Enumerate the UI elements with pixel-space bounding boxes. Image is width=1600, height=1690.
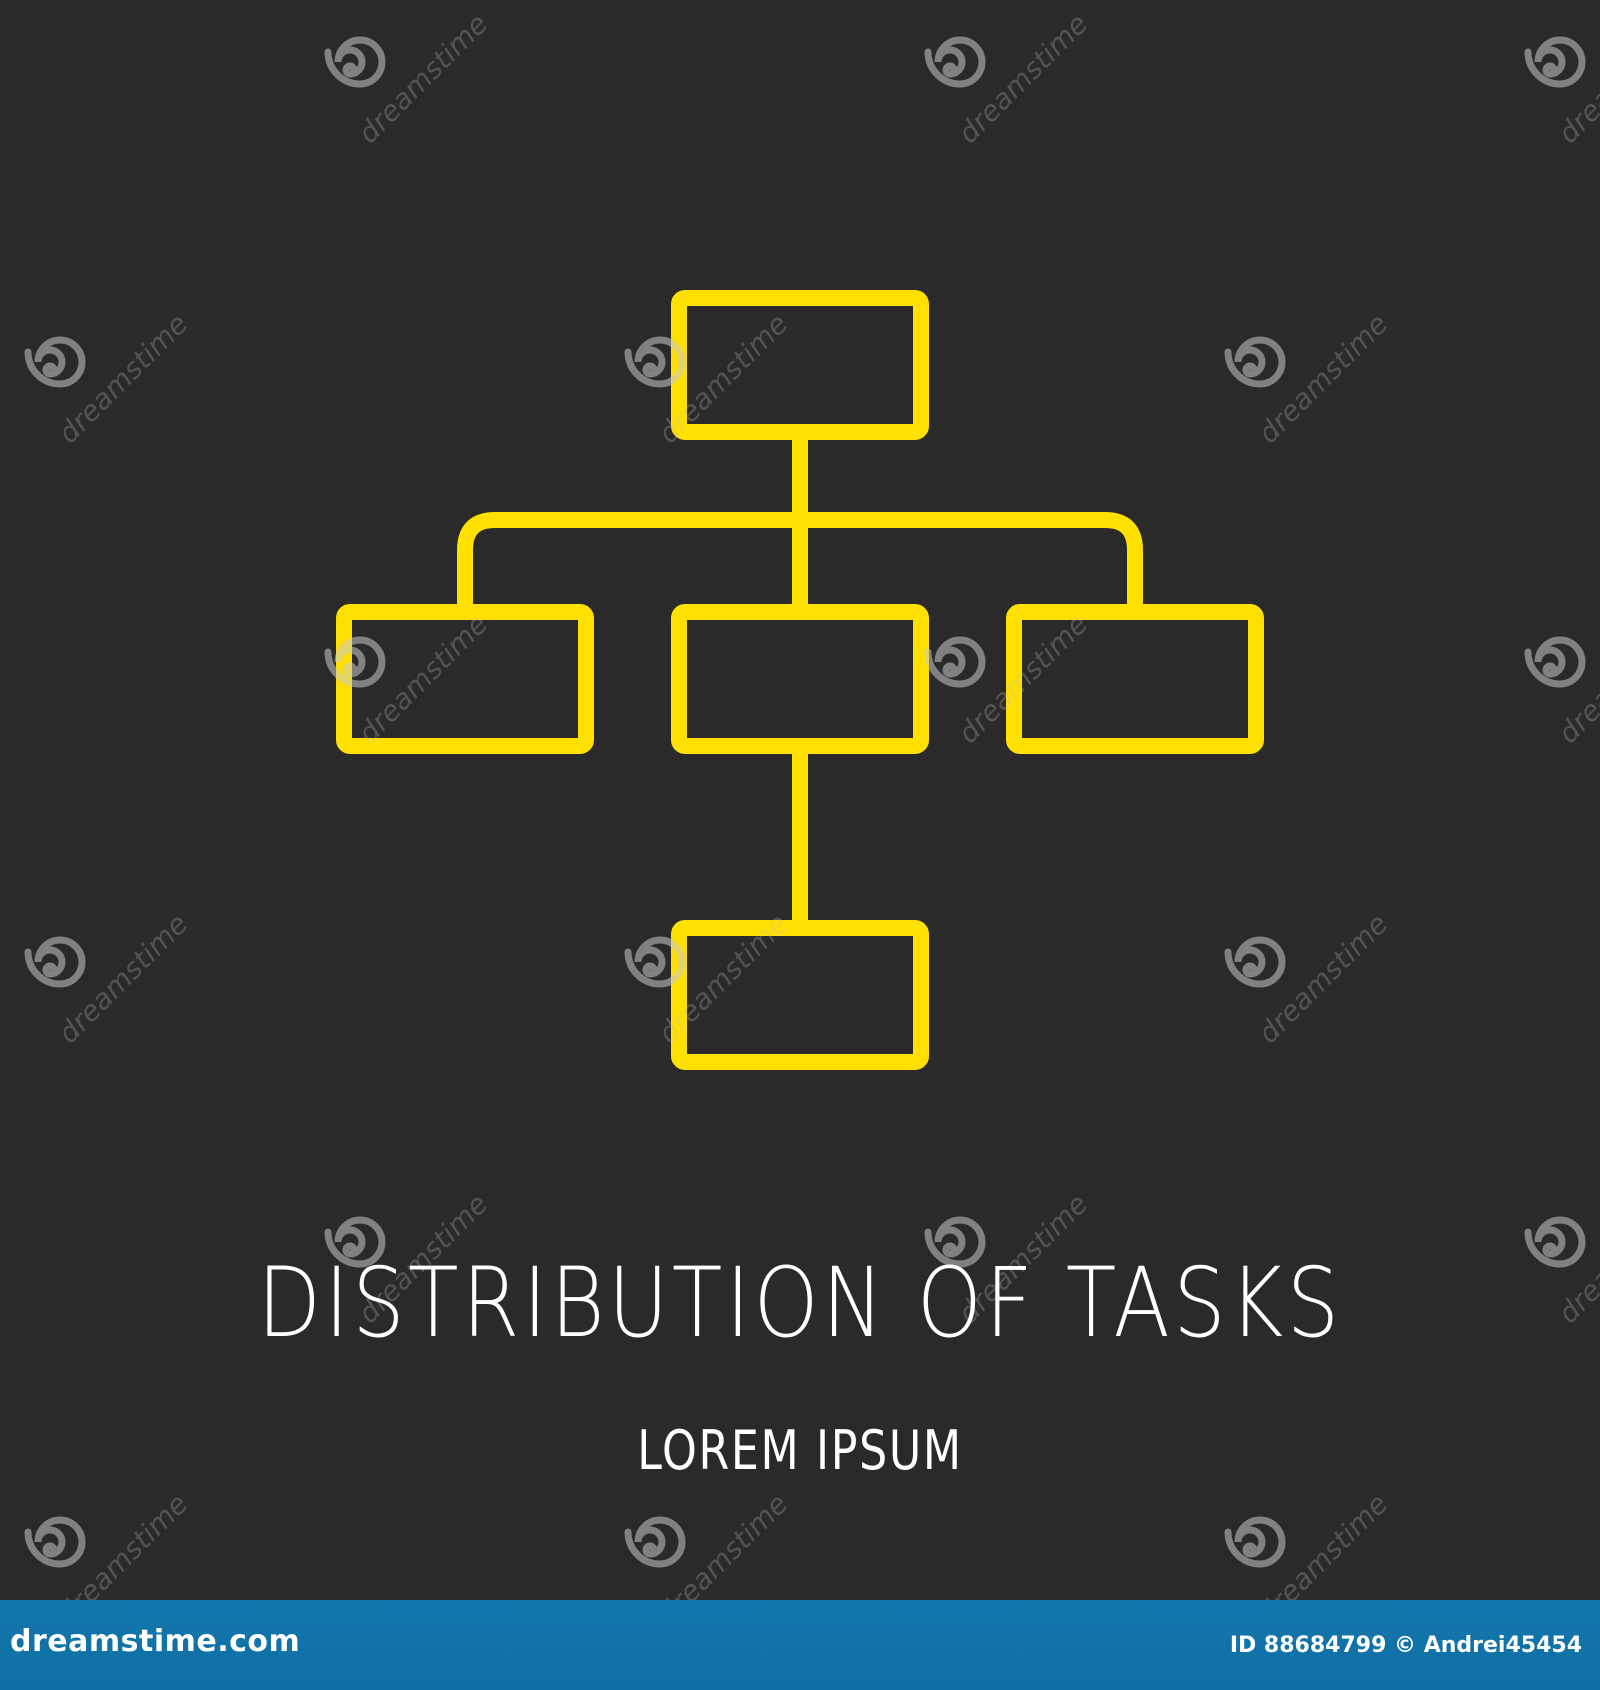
footer-brand[interactable]: dreamstime.com [10,1624,301,1659]
connector-bus-to-left [457,512,808,620]
node-bottom [671,920,929,1070]
footer-bar: dreamstime.com ID 88684799 © Andrei45454 [0,1600,1600,1690]
footer-credit: ID 88684799 © Andrei45454 [1229,1633,1582,1658]
node-right [1006,604,1264,754]
org-chart-diagram [336,290,1264,1070]
page-title: DISTRIBUTION OF TASKS [257,1247,1343,1359]
node-left [336,604,594,754]
node-center [671,604,929,754]
page-subtitle: LOREM IPSUM [637,1419,963,1482]
connector-bus-to-right [792,512,1143,620]
node-top [671,290,929,440]
